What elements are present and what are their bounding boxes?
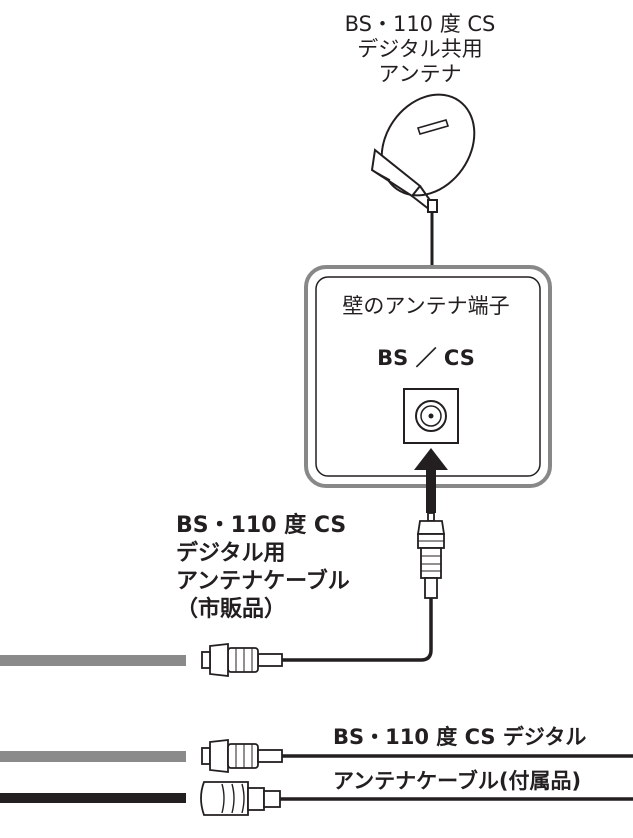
- cable-label-line1: BS・110 度 CS: [176, 513, 347, 538]
- cable-label-line2: デジタル用: [176, 541, 286, 566]
- wall-terminal-title: 壁のアンテナ端子: [342, 294, 510, 318]
- antenna-label-line3: アンテナ: [378, 62, 462, 86]
- cable-label-line4: （市販品）: [176, 597, 287, 622]
- antenna-label-line1: BS・110 度 CS: [344, 12, 496, 36]
- terminal-bar-middle: [0, 751, 186, 762]
- wall-terminal-panel: [304, 265, 552, 488]
- terminal-bar-top: [0, 655, 186, 666]
- antenna-port-icon: [403, 388, 459, 444]
- f-connector-vertical-icon: [416, 512, 446, 599]
- wall-terminal-port-label: BS ／ CS: [377, 346, 475, 370]
- accessory-plug-icon: [200, 781, 281, 816]
- antenna-label-line2: デジタル共用: [357, 37, 483, 61]
- satellite-dish-icon: [370, 93, 476, 213]
- bs-digital-label: BS・110 度 CS デジタル: [333, 725, 587, 749]
- accessory-cable-label: アンテナケーブル(付属品): [333, 769, 582, 793]
- f-connector-horizontal-icon: [201, 642, 283, 678]
- terminal-bar-bottom: [0, 793, 186, 803]
- cable-label-line3: アンテナケーブル: [176, 569, 350, 594]
- up-arrow-icon: [414, 448, 448, 513]
- antenna-cable: [282, 598, 433, 662]
- f-connector-bs-icon: [201, 738, 283, 774]
